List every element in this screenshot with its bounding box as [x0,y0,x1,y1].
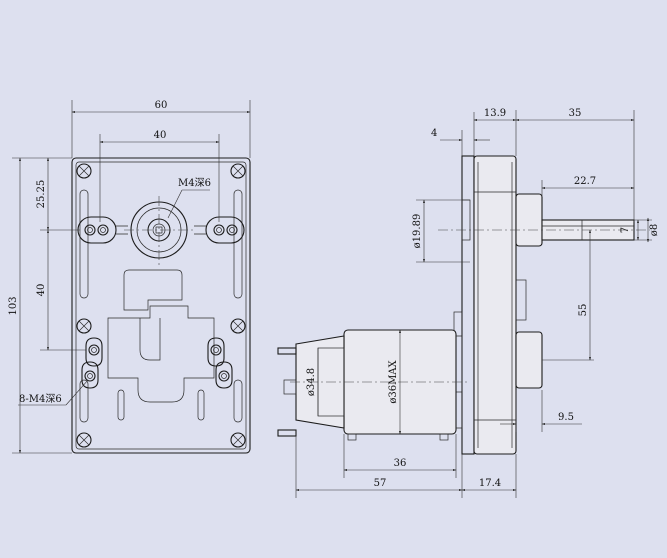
gearbox-front-plate [461,155,475,455]
motor-end-cap [295,335,345,429]
dim-4: 4 [431,128,437,139]
lower-left-lug [81,337,103,389]
corner-screw-tr [230,163,246,179]
left-upper-slot [79,189,89,299]
right-upper-slot [233,189,243,299]
side-screw-left [76,318,92,334]
dim-19-89: ø19.89 [412,214,423,249]
upper-cutout [123,269,183,311]
dim-height-25-25: 25.25 [36,180,47,209]
dim-13-9: 13.9 [484,108,506,119]
dim-34-8: ø34.8 [306,368,317,396]
dim-55: 55 [578,304,589,317]
left-lower-slot [79,379,89,423]
output-bearing-boss [515,193,543,247]
dim-8: ø8 [649,224,660,236]
corner-screw-br [230,432,246,448]
motor-terminal-top [277,347,297,355]
gearbox-housing [473,155,517,455]
front-plate-outline [71,157,251,454]
holes-note: 8-M4深6 [19,393,62,405]
dim-height-103: 103 [8,296,19,315]
dim-9-5: 9.5 [558,412,574,423]
dim-57: 57 [374,478,387,489]
front-view: 60 40 103 25.25 40 M4深6 8-M4深6 [8,100,251,454]
center-hole-note: M4深6 [178,177,211,189]
dim-35: 35 [569,108,582,119]
motor-terminal-bottom [277,429,297,437]
side-screw-right [230,318,246,334]
upper-left-lug [77,216,117,244]
lower-boss [515,331,543,389]
dim-7: 7 [620,227,631,233]
front-plate-inner-outline [75,161,247,450]
dim-height-40: 40 [36,284,47,297]
bottom-slot-2 [197,389,205,421]
bottom-slot-1 [117,389,125,421]
dim-22-7: 22.7 [574,176,596,187]
right-lower-slot [233,379,243,423]
dim-width-60: 60 [155,100,168,111]
dim-width-40: 40 [154,130,167,141]
corner-screw-bl [76,432,92,448]
dim-36: 36 [394,458,407,469]
corner-screw-tl [76,163,92,179]
dim-36max: ø36MAX [388,359,399,403]
dim-17-4: 17.4 [479,478,501,489]
upper-right-lug [205,216,245,244]
lower-right-lug [207,337,233,389]
side-view: 4 13.9 35 22.7 ø19.89 7 ø8 55 9. [277,108,660,498]
lower-cutout [107,305,215,403]
